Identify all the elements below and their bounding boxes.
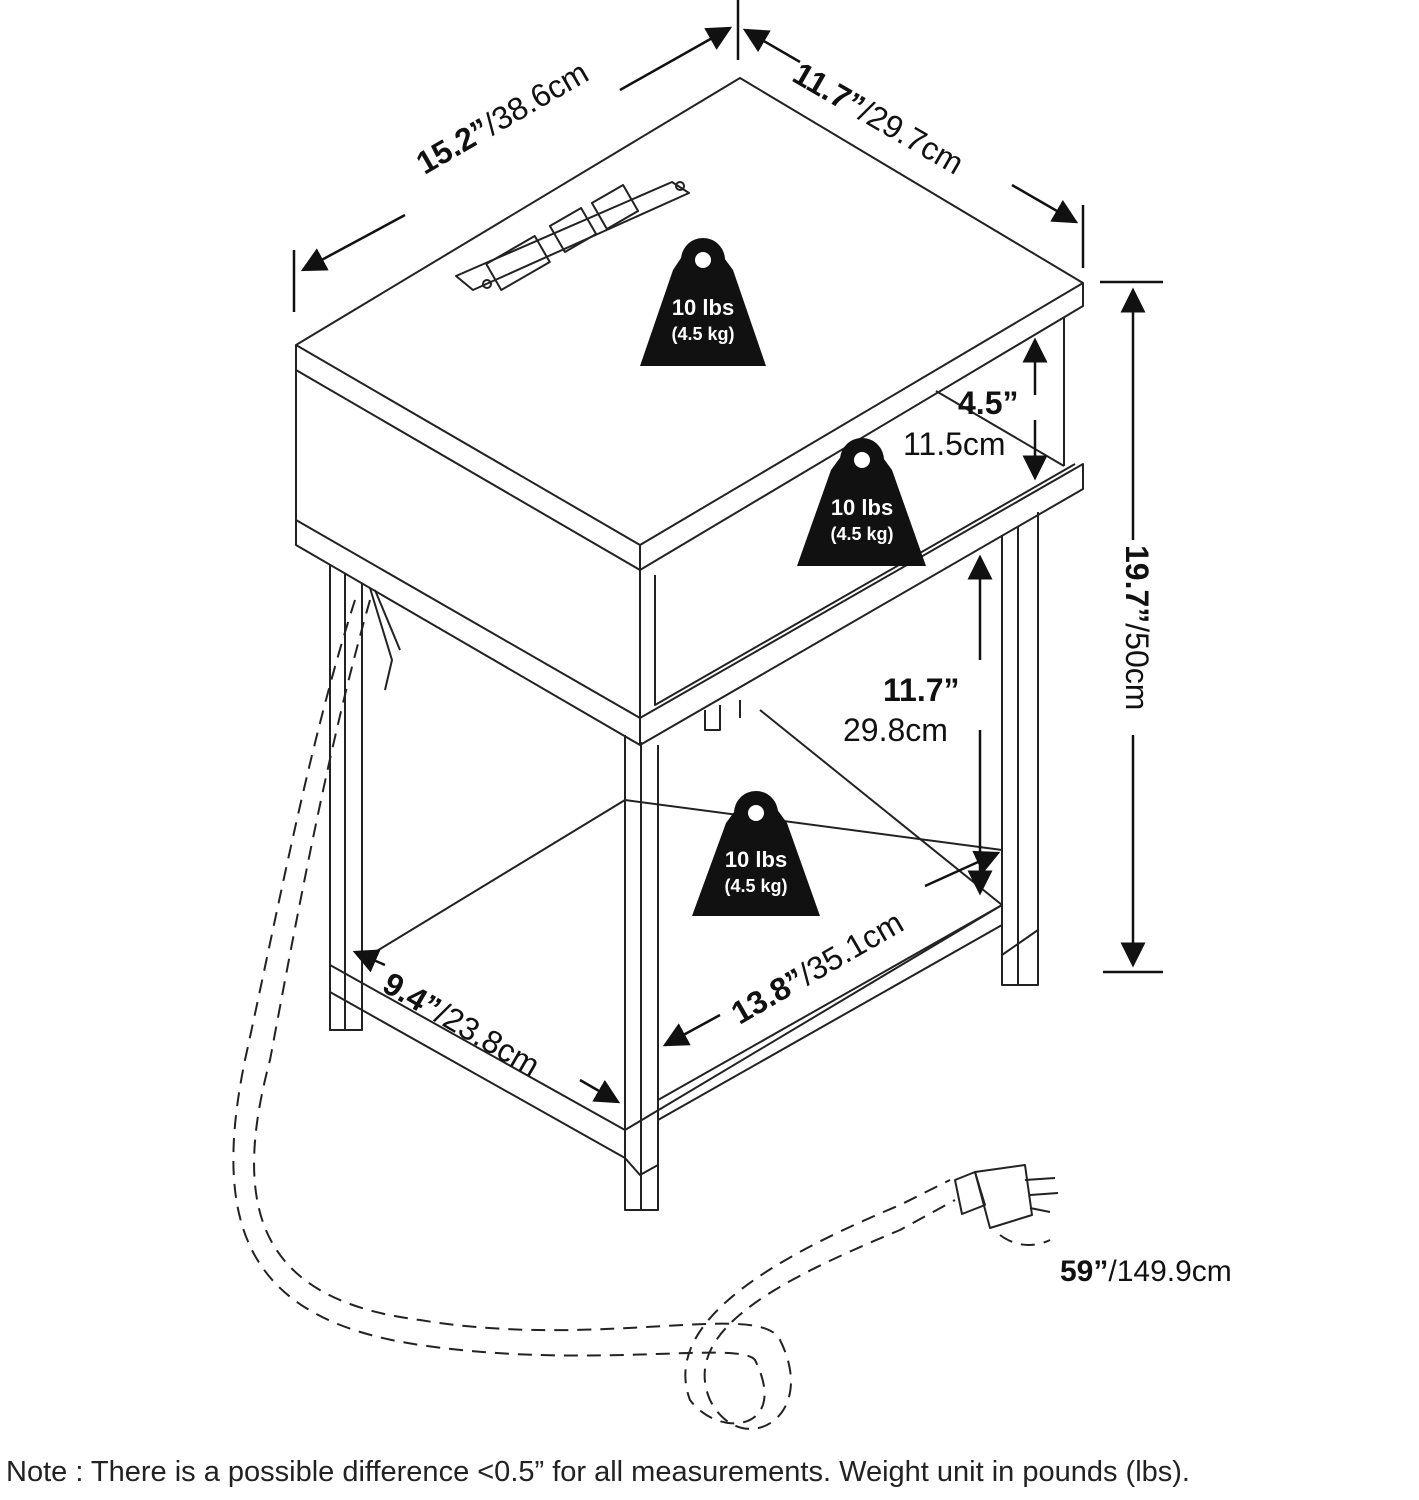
bottom-shelf bbox=[329, 709, 1003, 1131]
height-cm: /50cm bbox=[1119, 623, 1155, 711]
weight-lbs: 10 lbs bbox=[672, 295, 734, 320]
cord-length-cm: /149.9cm bbox=[1108, 1255, 1232, 1288]
plug-icon bbox=[954, 1164, 1059, 1229]
height-label: 19.7”/50cm bbox=[1118, 545, 1155, 710]
dimension-lines bbox=[292, 0, 1163, 1104]
power-strip bbox=[455, 181, 690, 291]
weight-kg: (4.5 kg) bbox=[830, 524, 893, 544]
cord-length-inches: 59” bbox=[1060, 1255, 1109, 1288]
drawer-front bbox=[295, 370, 641, 719]
weight-badge-bottom: 10 lbs (4.5 kg) bbox=[692, 791, 820, 916]
drawer-opening-cm: 11.5cm bbox=[903, 426, 1006, 462]
weight-lbs: 10 lbs bbox=[831, 495, 893, 520]
measurement-note: Note : There is a possible difference <0… bbox=[6, 1456, 1190, 1488]
power-cord bbox=[232, 599, 1051, 1430]
weight-badge-top: 10 lbs (4.5 kg) bbox=[640, 238, 766, 366]
middle-clearance-cm: 29.8cm bbox=[843, 712, 948, 748]
weight-kg: (4.5 kg) bbox=[724, 876, 787, 896]
height-inches: 19.7” bbox=[1119, 545, 1155, 624]
weight-kg: (4.5 kg) bbox=[671, 324, 734, 344]
drawer-opening-inches: 4.5” bbox=[958, 385, 1019, 421]
weight-lbs: 10 lbs bbox=[725, 847, 787, 872]
nightstand-outline bbox=[232, 77, 1084, 1430]
middle-clearance-inches: 11.7” bbox=[883, 672, 960, 708]
cord-length-label: 59”/149.9cm bbox=[1060, 1255, 1232, 1289]
back-right-leg bbox=[1001, 512, 1039, 986]
weight-badge-middle: 10 lbs (4.5 kg) bbox=[797, 438, 926, 566]
